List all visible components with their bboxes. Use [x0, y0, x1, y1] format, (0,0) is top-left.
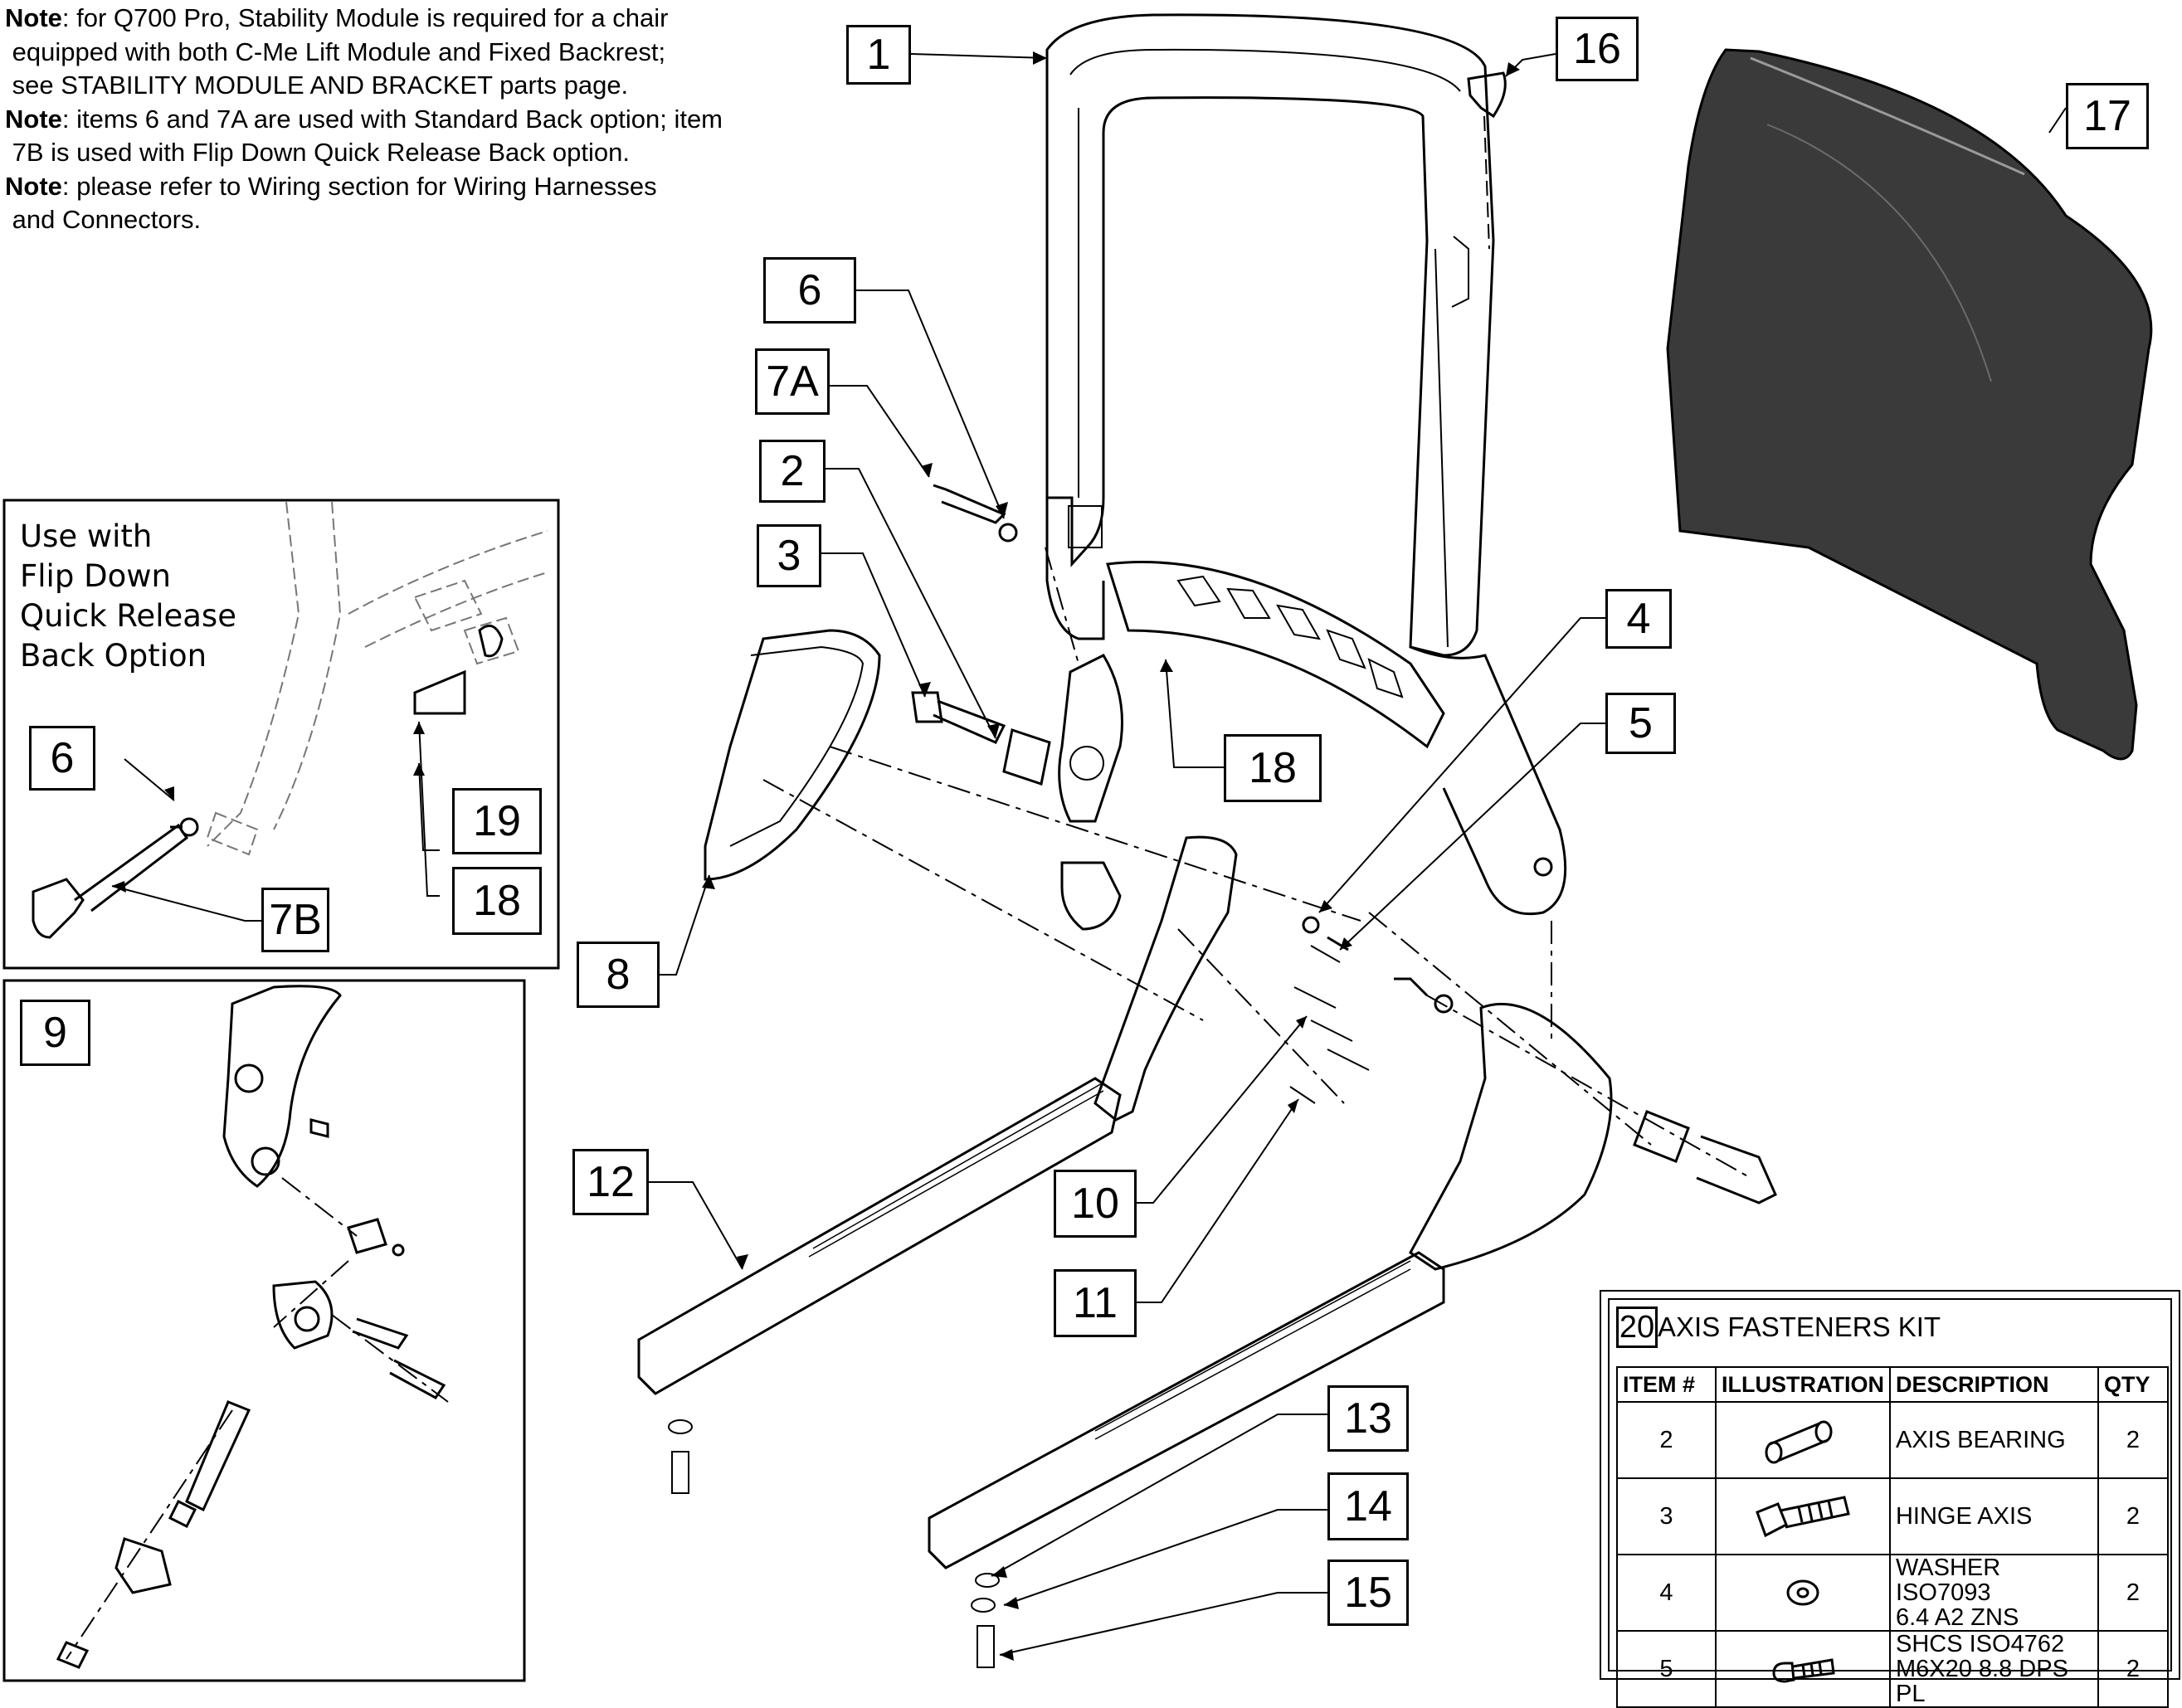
- callout-10: 10: [1054, 1170, 1137, 1238]
- note-line: see STABILITY MODULE AND BRACKET parts p…: [5, 71, 629, 100]
- item-description: HINGE AXIS: [1888, 1477, 2100, 1555]
- axis-fasteners-kit: 20 AXIS FASTENERS KIT ITEM # ILLUSTRATIO…: [1600, 1290, 2180, 1708]
- callout-12: 12: [572, 1149, 649, 1215]
- callout-6-inset: 6: [29, 726, 95, 791]
- flip-down-inset-frame: [2, 499, 560, 970]
- item-number: 5: [1616, 1630, 1717, 1708]
- shcs-screw-icon: [1715, 1630, 1891, 1708]
- table-row: 2 AXIS BEARING 2: [1616, 1401, 2169, 1479]
- callout-3: 3: [757, 524, 821, 587]
- axis-bearing-icon: [1715, 1401, 1891, 1479]
- item-number: 2: [1616, 1401, 1717, 1479]
- kit-header-row: ITEM # ILLUSTRATION DESCRIPTION QTY: [1616, 1366, 2169, 1403]
- kit-frame: 20 AXIS FASTENERS KIT ITEM # ILLUSTRATIO…: [1608, 1298, 2172, 1708]
- callout-18: 18: [1224, 734, 1322, 802]
- side-shield: [704, 629, 881, 881]
- item-number: 3: [1616, 1477, 1717, 1555]
- item-9-inset-frame: [2, 979, 526, 1682]
- item-qty: 2: [2097, 1630, 2169, 1708]
- callout-7a: 7A: [755, 348, 830, 415]
- notes-block: Note: for Q700 Pro, Stability Module is …: [5, 2, 801, 237]
- callout-1: 1: [846, 25, 911, 85]
- col-illustration: ILLUSTRATION: [1715, 1366, 1891, 1403]
- callout-6: 6: [763, 257, 856, 324]
- callout-16: 16: [1556, 17, 1639, 81]
- right-upright: [1409, 1002, 1613, 1271]
- back-cover: [1666, 48, 2153, 761]
- kit-number: 20: [1616, 1307, 1658, 1348]
- callout-17: 17: [2066, 83, 2149, 149]
- callout-7b: 7B: [261, 888, 329, 952]
- callout-5: 5: [1605, 693, 1676, 754]
- table-row: 3 HINGE AXIS 2: [1616, 1477, 2169, 1555]
- item-qty: 2: [2097, 1401, 2169, 1479]
- callout-4: 4: [1605, 589, 1672, 649]
- washer-icon: [1715, 1554, 1891, 1632]
- callout-13: 13: [1327, 1385, 1409, 1452]
- left-upright: [1093, 835, 1238, 1122]
- hinge-axis-icon: [1715, 1477, 1891, 1555]
- callout-9: 9: [20, 1000, 90, 1066]
- callout-18-inset: 18: [452, 867, 542, 935]
- callout-15: 15: [1327, 1560, 1409, 1626]
- col-description: DESCRIPTION: [1888, 1366, 2100, 1403]
- callout-14: 14: [1327, 1472, 1409, 1540]
- item-description: AXIS BEARING: [1888, 1401, 2100, 1479]
- callout-2: 2: [759, 440, 826, 503]
- item-number: 4: [1616, 1554, 1717, 1632]
- callout-19: 19: [452, 788, 542, 854]
- left-base-rail: [637, 1077, 1122, 1395]
- col-qty: QTY: [2097, 1366, 2169, 1403]
- item-qty: 2: [2097, 1554, 2169, 1632]
- kit-table: ITEM # ILLUSTRATION DESCRIPTION QTY 2 AX…: [1616, 1366, 2169, 1708]
- kit-title: AXIS FASTENERS KIT: [1658, 1311, 1941, 1342]
- note-line: Note: for Q700 Pro, Stability Module is …: [5, 3, 669, 32]
- flip-down-inset-art: [206, 501, 548, 856]
- backrest-frame: [1045, 13, 1567, 916]
- callout-8: 8: [577, 942, 660, 1008]
- flip-down-inset-label: Use with Flip Down Quick Release Back Op…: [20, 518, 236, 674]
- note-line: Note: items 6 and 7A are used with Stand…: [5, 104, 723, 134]
- hinge-plate: [1058, 654, 1123, 823]
- callout-11: 11: [1054, 1269, 1137, 1337]
- note-line: equipped with both C-Me Lift Module and …: [5, 36, 666, 66]
- axis-bearing-part: [1002, 728, 1051, 786]
- clip-part: [1467, 71, 1507, 119]
- col-item: ITEM #: [1616, 1366, 1717, 1403]
- item-qty: 2: [2097, 1477, 2169, 1555]
- note-line: and Connectors.: [5, 205, 202, 234]
- note-line: Note: please refer to Wiring section for…: [5, 171, 657, 201]
- hinge-axis-bolt: [911, 691, 1006, 744]
- note-line: 7B is used with Flip Down Quick Release …: [5, 138, 630, 167]
- item-9-inset-art: [56, 985, 446, 1669]
